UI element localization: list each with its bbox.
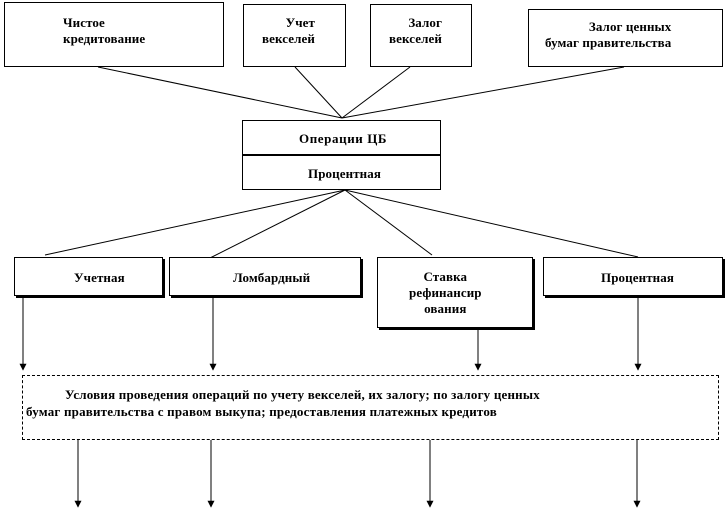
label-bill-discount: Учет векселей [262,15,316,46]
box-gov-securities-pledge: Залог ценных бумаг правительства [528,9,723,67]
label-gov-securities-pledge: Залог ценных бумаг правительства [545,19,672,50]
conditions-box: Условия проведения операций по учету век… [22,375,719,440]
box-net-lending: Чистое кредитование [4,2,224,67]
box-discount-rate: Учетная [14,257,163,296]
label-cb-operations: Операции ЦБ [299,131,388,146]
label-bill-pledge: Залог векселей [389,15,443,46]
connector-bill-pledge [341,66,411,119]
label-center-interest: Процентная [308,166,382,181]
box-interest-rate: Процентная [543,257,723,296]
label-discount-rate: Учетная [74,270,125,285]
label-lombard-rate: Ломбардный [233,270,311,285]
box-center-interest: Процентная [242,155,441,190]
label-interest-rate: Процентная [601,270,675,285]
connector-discount [44,189,346,256]
box-lombard-rate: Ломбардный [169,257,361,296]
connector-bill-discount [294,66,343,119]
connector-lombard [209,189,346,259]
conditions-line-2: бумаг правительства с правом выкупа; пре… [26,404,497,419]
label-net-lending: Чистое кредитование [63,15,146,46]
connector-interest [344,189,639,258]
connector-net-lending [97,66,343,119]
box-cb-operations: Операции ЦБ [242,120,441,155]
connector-refinancing [344,189,433,256]
box-bill-pledge: Залог векселей [370,4,472,67]
label-refinancing-rate: Ставка рефинансир ования [409,269,482,316]
box-refinancing-rate: Ставка рефинансир ования [377,257,533,328]
box-bill-discount: Учет векселей [243,4,346,67]
connector-gov-securities [341,66,625,119]
conditions-line-1: Условия проведения операций по учету век… [65,387,540,402]
